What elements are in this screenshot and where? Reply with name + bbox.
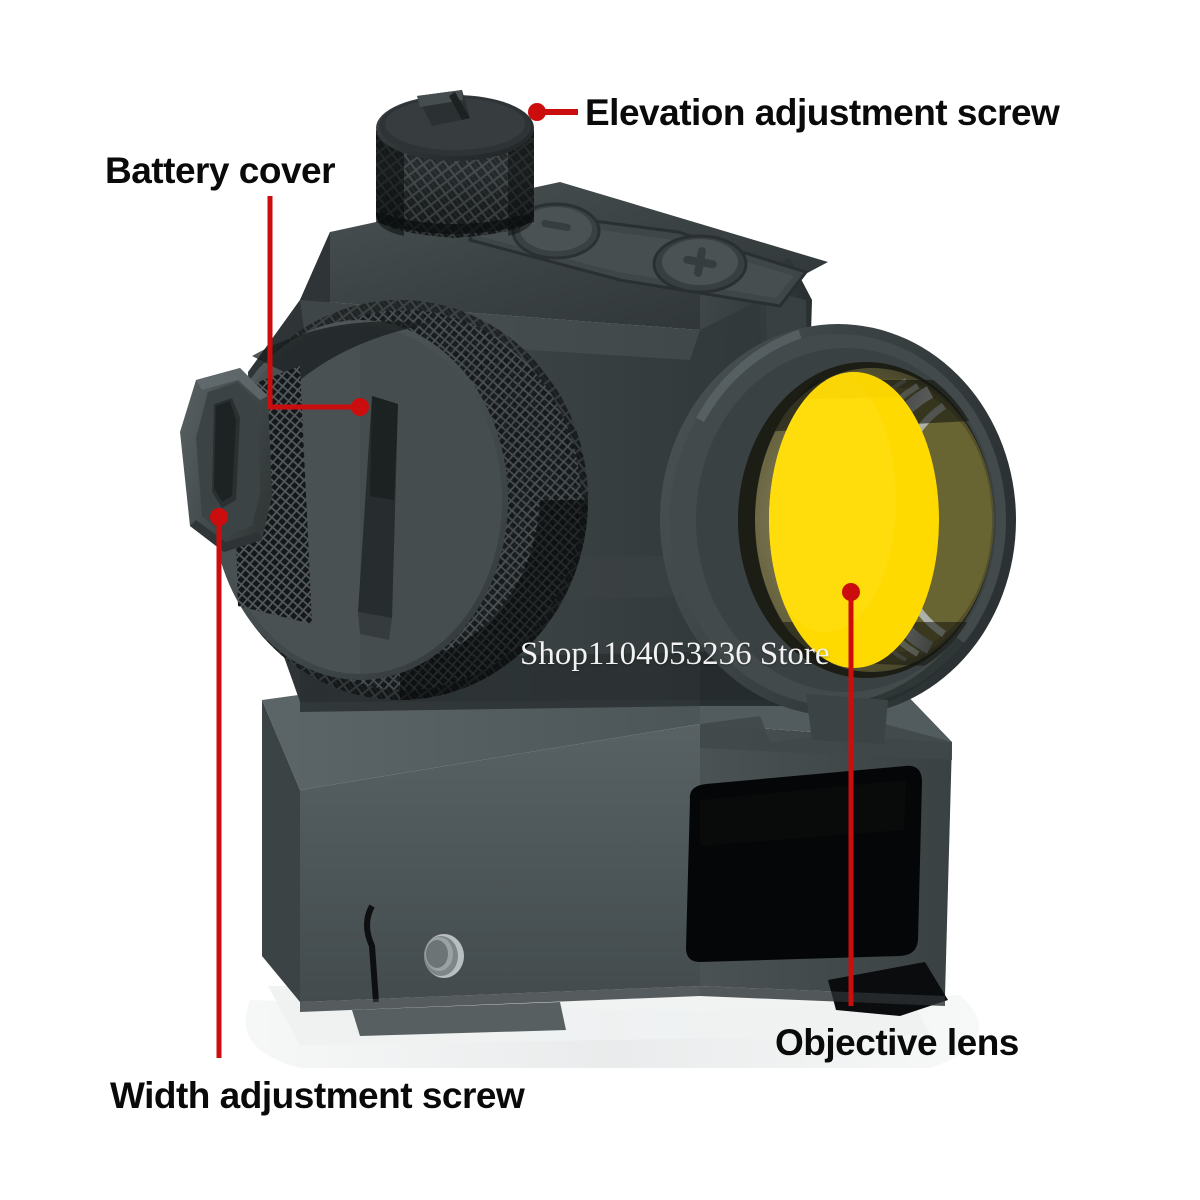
callout-label-elevation-adjustment-screw: Elevation adjustment screw [585, 92, 1060, 133]
minus-icon [541, 220, 571, 232]
brightness-up-button[interactable] [652, 234, 748, 294]
leader-battery-cover [267, 196, 369, 416]
callout-label-width-adjustment-screw: Width adjustment screw [110, 1075, 525, 1116]
windage-turret[interactable] [180, 366, 312, 624]
picatinny-riser-mount [262, 648, 952, 1036]
elevation-turret[interactable] [376, 90, 534, 238]
callout-label-battery-cover: Battery cover [105, 150, 336, 191]
plus-icon [683, 247, 717, 277]
leader-width-adjustment-screw [210, 508, 228, 1058]
leader-elevation-adjustment-screw [528, 103, 578, 121]
callout-label-objective-lens: Objective lens [775, 1022, 1019, 1063]
brightness-down-button[interactable] [511, 202, 601, 260]
mount-clamp-screw [364, 904, 464, 1003]
objective-bell [660, 324, 1016, 744]
leader-objective-lens [842, 583, 860, 1006]
brightness-button-panel [468, 202, 809, 308]
store-watermark: Shop1104053236 Store [520, 636, 830, 672]
